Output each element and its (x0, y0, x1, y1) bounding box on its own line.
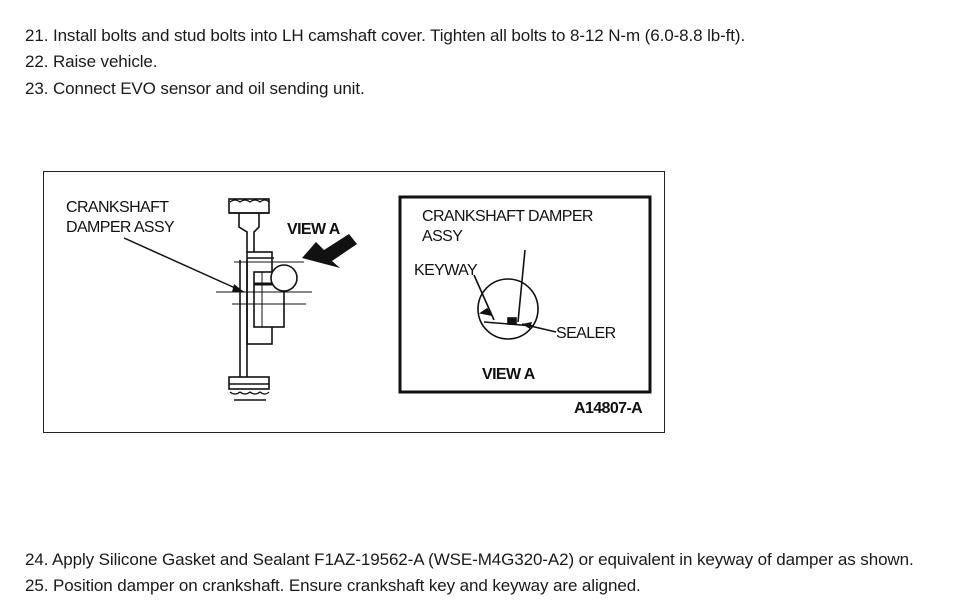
step-22: 22. Raise vehicle. (25, 52, 158, 71)
left-label-line1: CRANKSHAFT (66, 199, 169, 216)
view-a-arrow (302, 234, 357, 268)
figure-id: A14807-A (574, 400, 643, 417)
left-leader-arrowhead (232, 284, 244, 292)
damper-cross-section (216, 198, 312, 401)
left-leader-line (123, 237, 245, 293)
step-21: 21. Install bolts and stud bolts into LH… (25, 26, 746, 45)
view-a-inset-box (398, 195, 652, 394)
step-24: 24. Apply Silicone Gasket and Sealant F1… (25, 550, 914, 569)
left-label-line2: DAMPER ASSY (66, 219, 175, 236)
step-25: 25. Position damper on crankshaft. Ensur… (25, 576, 641, 595)
figure-drawing: CRANKSHAFT DAMPER ASSY (66, 195, 652, 417)
sealer-label: SEALER (556, 325, 616, 342)
crankshaft-damper-figure: CRANKSHAFT DAMPER ASSY (43, 171, 665, 433)
keyway-label: KEYWAY (414, 262, 478, 279)
view-a-arrow-label: VIEW A (287, 221, 341, 238)
inset-label-line2: ASSY (422, 228, 463, 245)
inset-label-line1: CRANKSHAFT DAMPER (422, 208, 593, 225)
inset-caption: VIEW A (482, 366, 536, 383)
step-23: 23. Connect EVO sensor and oil sending u… (25, 79, 365, 98)
keyway-detail (473, 249, 557, 340)
